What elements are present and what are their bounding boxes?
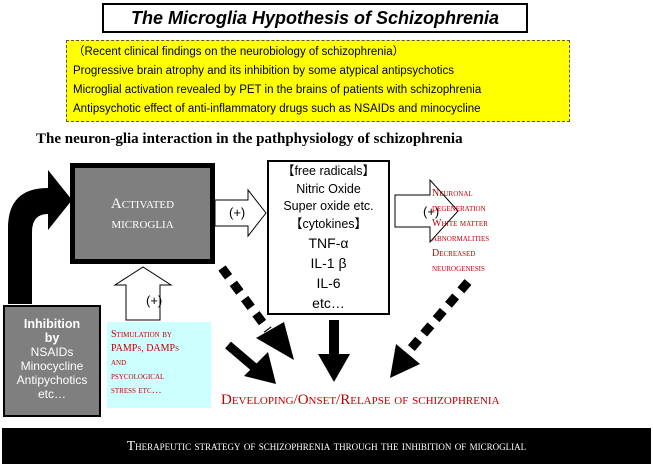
microglia-to-mediators-arrow [214, 188, 267, 238]
outcome-line: neurogenesis [432, 263, 485, 274]
mediators-down-arrowhead [318, 354, 350, 382]
inhibition-curved-arrow-body [8, 170, 72, 304]
minus-label: (−) [34, 224, 57, 244]
plus-label-stimulation: (+) [146, 293, 163, 308]
plus-label-mediators: (+) [423, 204, 440, 219]
outcome-line: degeneration [432, 203, 486, 214]
outcome-line: White matter [432, 218, 488, 229]
free-radical-item: Super oxide etc. [283, 199, 374, 213]
microglia-label-line1: Activated [110, 195, 175, 212]
cytokines-header: 【cytokines】 [289, 216, 368, 231]
stimulation-box: Stimulation by PAMPs, DAMPs and psycolog… [107, 322, 211, 408]
activated-microglia-box: Activated microglia [70, 163, 215, 264]
microglia-label-line2: microglia [111, 215, 174, 232]
cytokine-item: IL-6 [316, 275, 341, 291]
free-radicals-header: 【free radicals】 [281, 164, 376, 178]
therapeutic-strategy-banner: Therapeutic strategy of schizophrenia th… [2, 428, 651, 464]
finding-item: Microglial activation revealed by PET in… [73, 84, 482, 96]
plus-label-microglia: (+) [229, 205, 246, 220]
outcome-line: abnormalities [432, 233, 490, 244]
microglia-to-developing-dashed [218, 265, 272, 333]
cytokine-item: IL-1 β [310, 255, 347, 271]
banner-text: Therapeutic strategy of schizophrenia th… [126, 438, 527, 453]
outcome-line: Neuronal [432, 188, 473, 199]
inhibition-box: Inhibition by NSAIDs Minocycline Antipyc… [3, 305, 101, 417]
microglia-dashed-arrowhead [256, 322, 294, 360]
clinical-findings-box: （Recent clinical findings on the neurobi… [66, 40, 570, 122]
inhibitor-item: NSAIDs [30, 345, 74, 359]
findings-heading: （Recent clinical findings on the neurobi… [73, 46, 405, 58]
inhibitor-item: etc… [37, 387, 66, 401]
finding-item: Antipsychotic effect of anti-inflammator… [73, 103, 481, 115]
finding-item: Progressive brain atrophy and its inhibi… [73, 65, 454, 77]
inhibition-header: Inhibition [23, 317, 81, 331]
stimulation-line: Stimulation by [111, 329, 172, 340]
outcome-line: Decreased [432, 248, 476, 259]
inhibitor-item: Minocycline [20, 359, 84, 373]
inhibition-header-by: by [44, 331, 60, 345]
cytokine-item: TNF-α [308, 235, 349, 251]
stimulation-arrowhead [244, 352, 276, 384]
stimulation-line: stress etc… [111, 385, 162, 396]
diagram-title: The Microglia Hypothesis of Schizophreni… [102, 3, 528, 33]
stimulation-to-developing-arrow [225, 341, 258, 372]
outcome-to-developing-dashed [404, 279, 472, 355]
mediators-box: 【free radicals】 Nitric Oxide Super oxide… [267, 160, 390, 315]
stimulation-up-arrow [113, 266, 173, 321]
cytokine-item: etc… [312, 295, 345, 311]
stimulation-line: and [111, 357, 127, 368]
mediators-to-outcome-arrow [394, 178, 459, 244]
developing-onset-relapse-label: Developing/Onset/Relapse of schizophreni… [221, 392, 500, 408]
title-text: The Microglia Hypothesis of Schizophreni… [130, 7, 500, 28]
free-radical-item: Nitric Oxide [296, 181, 361, 196]
inhibitor-item: Antipychotics [16, 373, 88, 387]
stimulation-line: psycological [111, 371, 165, 382]
diagram-subtitle: The neuron-glia interaction in the pathp… [36, 131, 463, 147]
neuronal-outcome-list: Neuronal degeneration White matter abnor… [432, 186, 489, 276]
stimulation-line: PAMPs, DAMPs [111, 343, 180, 354]
outcome-dashed-arrowhead [390, 344, 420, 378]
